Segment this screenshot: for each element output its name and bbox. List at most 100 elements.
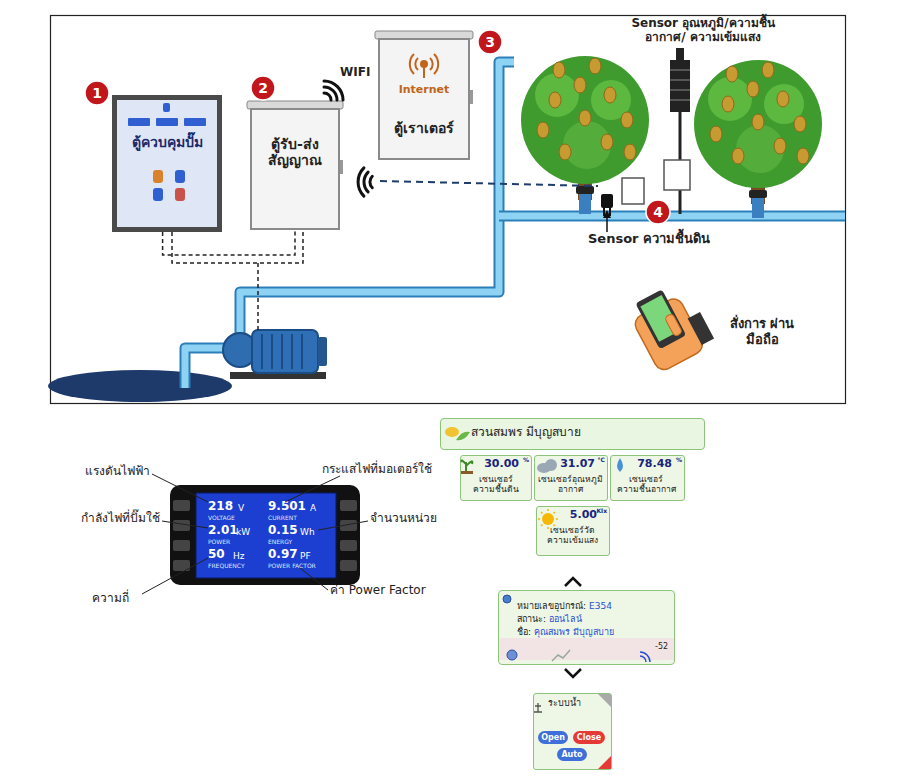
app-icon-part [507,650,517,660]
weather-sensor-part [670,60,690,112]
node-text: 0.15 [268,524,298,538]
soil-sensor [601,194,613,232]
power-meter-body-part [340,500,357,511]
signal-wire [163,230,295,255]
node-text: 5.00 [570,509,597,522]
leader-line-part [152,474,208,502]
frame [51,16,846,404]
node-text: % [523,457,529,464]
node-text: Open [538,731,568,744]
pond [48,370,232,402]
node-text: Klx [596,508,607,515]
node-text: % [676,457,682,464]
pond-part [48,370,232,402]
soil-sensor-part [606,216,608,232]
leader-line-part [285,476,340,502]
text-row: หมายเลขอุปกรณ์:E354 [517,594,615,613]
wifi-symbol-part [358,168,364,196]
app-icon-part [598,756,611,769]
box-lid-part [247,101,343,109]
node-text: ออนไลน์ [549,614,582,624]
node-text: Wh [300,527,315,537]
callout-circle [85,30,670,224]
sensor-card: 31.07°Cเซนเซอร์อุณหภูมิ อากาศ [534,455,608,501]
node-text: ระบบน้ำ [548,698,581,708]
callout-number: 1 [85,81,109,105]
annotation: ความถี่ [92,592,129,606]
sensor-label: Sensor ความชื้นดิน [588,232,738,247]
node-text: Close [573,731,605,744]
annotation: กระแสไฟที่มอเตอร์ใช้ [322,463,432,477]
water-pipe-part [240,62,514,336]
box-lid [247,31,473,174]
app-icon [445,427,650,769]
pump-part [318,337,327,366]
callout-circle-part [646,200,670,224]
app-icon-part [503,595,511,603]
text-row: สถานะ:ออนไลน์ [517,607,585,626]
app-icon-part [534,703,542,712]
app-icon-part [552,650,570,661]
sensor-label: Sensor อุณหภูมิ/ความชื้นอากาศ/ ความเข้มแ… [628,16,778,44]
internet-icon-part [421,61,427,67]
signal-wire [172,230,303,330]
cabinet-lamp-part [175,170,185,183]
node-text: เซนเซอร์ ความชื้นอากาศ [613,474,679,494]
node-text: 2.01 [208,524,238,538]
annotation: จำนวนหน่วย [370,512,437,526]
node-text: A [310,503,316,513]
signal-wire-part [172,230,303,263]
node-text: Hz [233,551,245,561]
callout-number: 3 [478,30,502,54]
soil-sensor-part [603,210,611,218]
node-text: 9.501 [268,500,306,514]
app-icon-part [461,471,473,474]
app-icon-part [445,427,459,437]
power-meter-body-part [170,485,360,585]
open-button: Open [538,731,568,744]
node-text: Internet [380,84,468,97]
annotation: ค่า Power Factor [330,584,426,598]
wifi-symbol-part [324,81,343,100]
node-text: เซนเซอร์อุณหภูมิ อากาศ [537,474,603,494]
node-text: ENERGY [268,539,292,546]
node-text: 50 [208,548,225,562]
app-icon-part [456,432,470,441]
internet-icon-part [430,58,433,70]
leader-line-part [300,568,328,590]
garden-header: สวนสมพร มีบุญสบาย [440,418,705,450]
wireless-link [380,181,598,186]
node-text: V [238,503,244,513]
node-text: E354 [589,601,612,611]
node-text: °C [598,457,605,464]
power-meter-body-part [173,500,190,511]
power-meter-body-part [340,560,357,571]
soil-sensor-part [601,194,613,208]
tree-part [521,56,649,214]
node-text: 0.97 [268,548,298,562]
wireless-link-part [380,181,598,186]
water-pipe-part [499,211,845,222]
node-text: คุณสมพร มีบุญสบาย [534,627,614,637]
app-icon-part [598,694,611,707]
pump [223,330,327,379]
annotation: แรงดันไฟฟ้า [52,465,150,479]
internet-icon-part [415,58,418,70]
callout-number: 2 [251,76,275,100]
cabinet-lamp-part [163,103,170,112]
box-lid-part [469,90,473,104]
pump-part [262,334,302,369]
power-meter-body-part [173,540,190,551]
callout-circle-part [85,81,109,105]
cabinet-lamp [128,103,206,201]
wifi-label: WIFI [340,66,370,80]
wifi-symbol-part [324,87,337,100]
auto-button: Auto [557,748,587,761]
node-text: POWER FACTOR [268,563,316,570]
node-text: ตู้รับ-ส่ง สัญญาณ [254,136,336,168]
node-text: เซนเซอร์ ความชื้นดิน [463,474,529,494]
node-text: FREQUENCY [208,563,245,570]
water-pipe-part [499,213,845,220]
